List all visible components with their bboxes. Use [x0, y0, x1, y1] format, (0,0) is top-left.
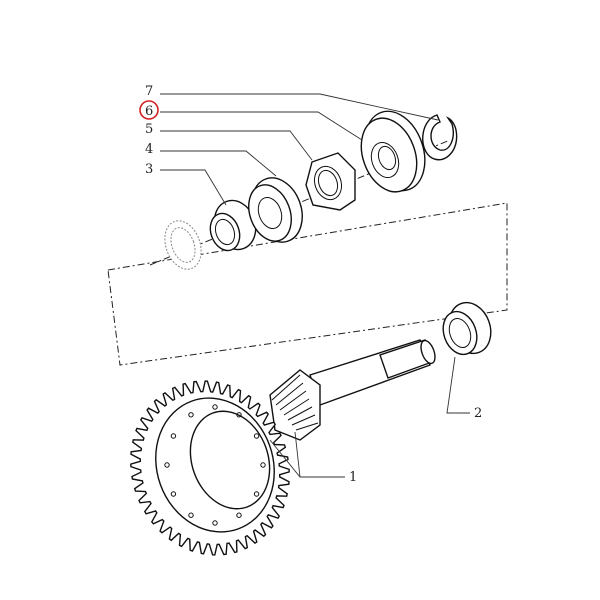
pinion-shaft[interactable]: [269, 339, 438, 441]
bolt-hole: [236, 412, 242, 418]
pinion-tooth: [275, 382, 304, 406]
bolt-hole: [212, 404, 218, 410]
part-5-nut[interactable]: [305, 152, 356, 211]
callout-6[interactable]: 6: [145, 104, 153, 119]
pinion-tooth: [279, 390, 307, 411]
part-7-circlip[interactable]: [422, 114, 458, 161]
crown-wheel[interactable]: [130, 380, 293, 556]
callout-2[interactable]: 2: [474, 406, 482, 421]
bolt-hole: [188, 412, 194, 418]
part-3-tapered-bearing[interactable]: [205, 195, 262, 256]
bolt-hole: [260, 462, 266, 468]
bolt-hole: [170, 491, 177, 497]
part-2-roller-bearing[interactable]: [437, 297, 497, 360]
leader-lines: [160, 93, 470, 478]
part-4-bearing-cup[interactable]: [241, 171, 311, 249]
bolt-hole: [212, 520, 218, 526]
callout-7[interactable]: 7: [145, 84, 153, 99]
pinion-tooth: [291, 414, 316, 426]
bolt-hole: [236, 512, 242, 518]
callout-3[interactable]: 3: [145, 162, 153, 177]
bolt-hole: [253, 433, 260, 439]
pinion-tooth: [271, 374, 301, 401]
pinion-tooth: [295, 422, 319, 431]
bolt-hole: [253, 491, 260, 497]
callout-5[interactable]: 5: [145, 122, 153, 137]
shim-washer: [164, 220, 202, 270]
highlight-circle: [139, 100, 159, 120]
bolt-hole: [188, 512, 194, 518]
bolt-hole: [164, 462, 170, 468]
pinion-tooth: [287, 406, 313, 421]
bolt-hole: [170, 433, 177, 439]
assembly-outline: [107, 202, 508, 366]
callout-1[interactable]: 1: [349, 470, 357, 485]
callout-4[interactable]: 4: [145, 142, 153, 157]
pinion-tooth: [283, 398, 310, 416]
part-6-thrust-disc[interactable]: [352, 103, 436, 200]
